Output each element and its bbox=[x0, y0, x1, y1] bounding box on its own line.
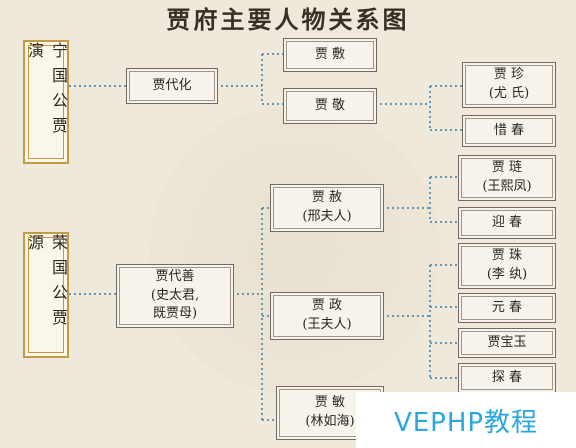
site-watermark-logo: VEPHP教程 bbox=[356, 392, 576, 448]
node-jia-daihua: 贾代化 bbox=[126, 68, 218, 104]
node-jia-she: 贾 赦 (邢夫人) bbox=[270, 184, 384, 232]
founder-ning-label: 宁国公贾演 bbox=[25, 42, 68, 142]
founder-rong: 荣国公贾源 bbox=[23, 232, 69, 358]
node-jia-zheng: 贾 政 (王夫人) bbox=[270, 292, 384, 340]
node-jia-baoyu: 贾宝玉 bbox=[458, 328, 556, 358]
node-jia-lian: 贾 琏 (王熙凤) bbox=[458, 155, 556, 201]
node-yuanchun: 元 春 bbox=[458, 293, 556, 323]
node-jia-fu: 贾 敷 bbox=[283, 38, 377, 72]
node-tanchun: 探 春 bbox=[458, 363, 556, 393]
node-jia-zhen: 贾 珍 (尤 氏) bbox=[462, 62, 556, 108]
node-jia-jing: 贾 敬 bbox=[283, 88, 377, 124]
page-title: 贾府主要人物关系图 bbox=[166, 5, 410, 34]
background-seal bbox=[150, 105, 440, 395]
node-jia-daishan: 贾代善 (史太君, 既贾母) bbox=[116, 264, 234, 328]
node-jia-zhu: 贾 珠 (李 纨) bbox=[458, 243, 556, 289]
node-yingchun: 迎 春 bbox=[458, 207, 556, 239]
founder-rong-label: 荣国公贾源 bbox=[25, 234, 68, 334]
site-watermark-text: VEPHP教程 bbox=[393, 407, 539, 438]
founder-ning: 宁国公贾演 bbox=[23, 40, 69, 164]
node-xichun: 惜 春 bbox=[462, 115, 556, 147]
